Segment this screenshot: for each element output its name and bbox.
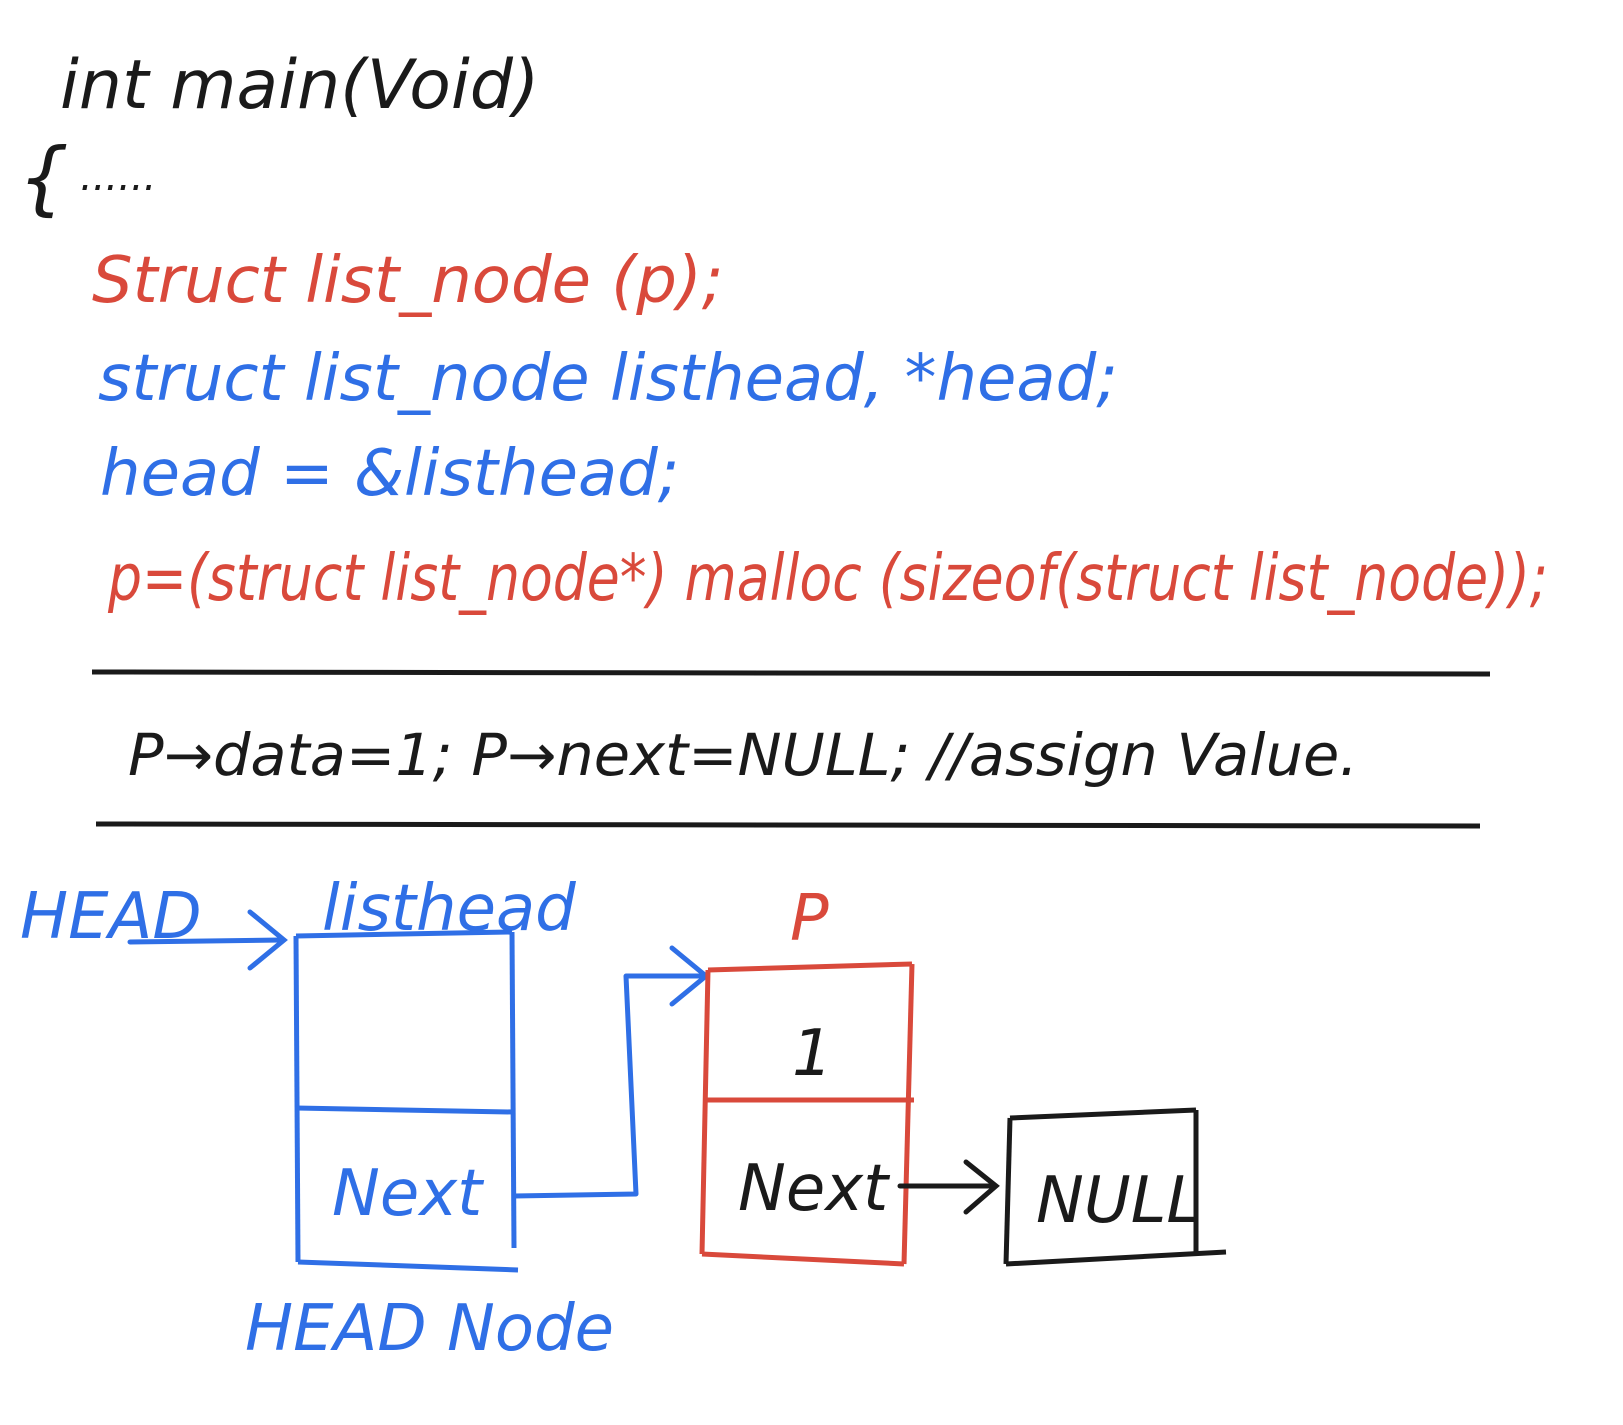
p-node-box	[699, 961, 915, 1267]
p-node-data-value: 1	[792, 1017, 833, 1091]
divider-top	[91, 669, 1491, 677]
code-line-struct-listhead: struct list_node listhead, *head;	[98, 342, 1118, 416]
p-pointer-label: P	[790, 882, 829, 956]
p-node-next: Next	[738, 1152, 891, 1226]
head-to-p-arrow	[511, 945, 709, 1199]
code-line-head-assign: head = &listhead;	[100, 437, 679, 511]
head-node-caption: HEAD Node	[245, 1292, 614, 1366]
head-node-next: Next	[332, 1157, 485, 1231]
null-box	[1003, 1107, 1227, 1267]
divider-bottom	[95, 821, 1481, 829]
code-line-malloc: p=(struct list_node*) malloc (sizeof(str…	[107, 542, 1548, 616]
assign-value-line: P→data=1; P→next=NULL; //assign Value.	[128, 721, 1358, 789]
head-node-box	[293, 929, 519, 1273]
code-line-struct-p: Struct list_node (p);	[92, 244, 723, 318]
null-label: NULL	[1036, 1164, 1202, 1238]
code-open-brace: {	[18, 131, 69, 224]
code-ellipsis: ......	[80, 154, 156, 200]
p-to-null-arrow	[897, 1159, 1000, 1215]
code-line-main: int main(Void)	[60, 46, 539, 125]
head-arrow	[127, 909, 288, 971]
